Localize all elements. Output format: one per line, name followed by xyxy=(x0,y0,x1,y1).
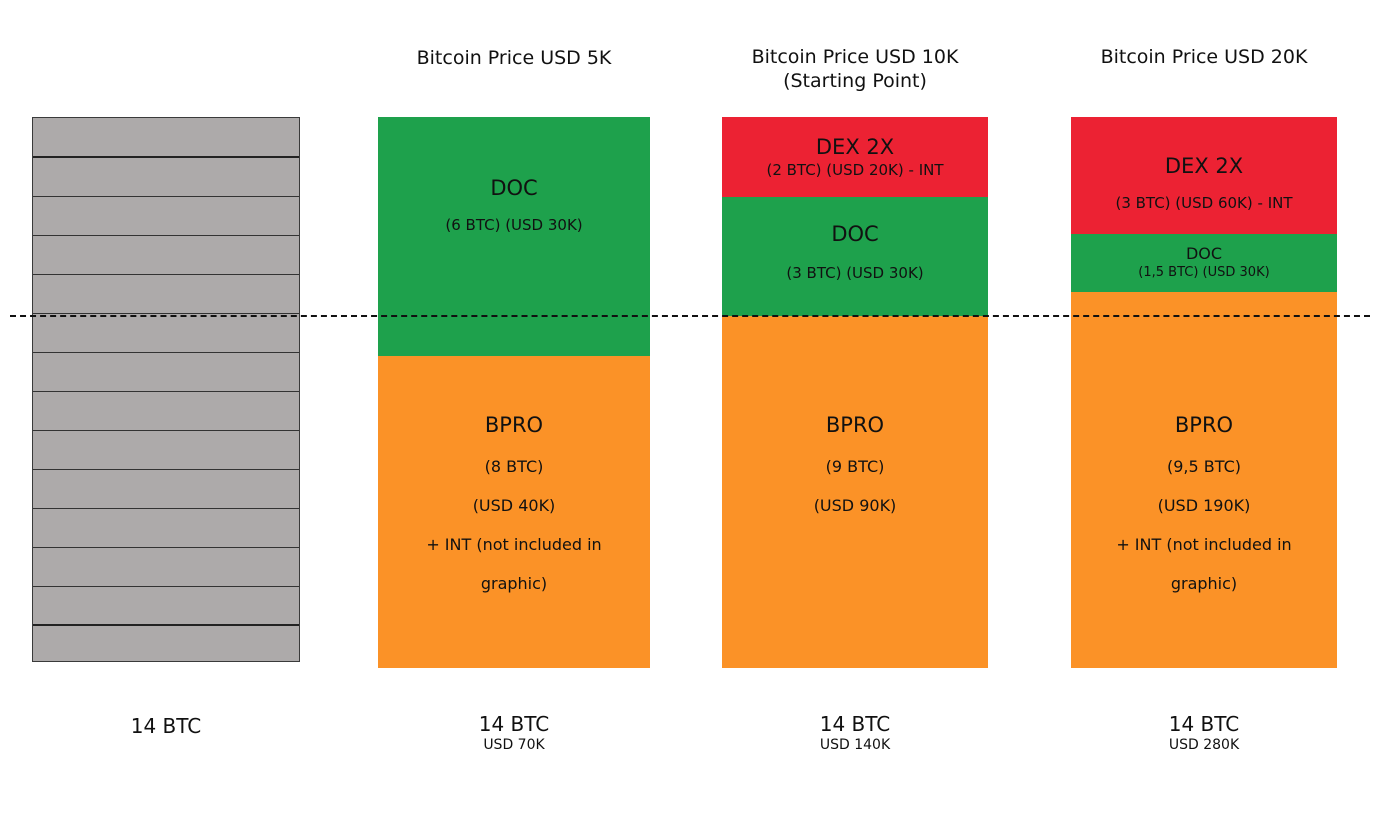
bpro-btc: (8 BTC) xyxy=(484,457,544,476)
btc-unit-divider xyxy=(33,235,299,236)
column-title-20k: Bitcoin Price USD 20K xyxy=(1071,45,1337,69)
starting-point-reference-line xyxy=(10,315,1370,317)
btc-unit-divider xyxy=(33,586,299,587)
btc-unit-divider xyxy=(33,313,299,314)
bpro-segment: BPRO (8 BTC) (USD 40K) + INT (not includ… xyxy=(378,356,650,668)
dex-amount: (2 BTC) (USD 20K) - INT xyxy=(766,161,944,179)
stack-10k: DEX 2X (2 BTC) (USD 20K) - INT DOC (3 BT… xyxy=(722,117,988,668)
dex-segment: DEX 2X (2 BTC) (USD 20K) - INT xyxy=(722,117,988,197)
doc-label: DOC xyxy=(831,222,879,246)
column-title-line: (Starting Point) xyxy=(783,70,927,92)
btc-unit-divider xyxy=(33,547,299,548)
total-btc: 14 BTC xyxy=(130,714,202,738)
total-usd: USD 70K xyxy=(483,737,545,753)
bpro-label: BPRO xyxy=(1174,413,1234,437)
btc-unit-divider xyxy=(33,391,299,392)
bpro-segment: BPRO (9 BTC) (USD 90K) xyxy=(722,316,988,668)
column-total-20k: 14 BTC USD 280K xyxy=(1071,712,1337,754)
bpro-btc: (9,5 BTC) xyxy=(1167,457,1241,476)
column-title-line: Bitcoin Price USD 20K xyxy=(1100,46,1308,68)
doc-label: DOC xyxy=(1185,244,1223,263)
dex-label: DEX 2X xyxy=(1164,154,1244,178)
doc-amount: (3 BTC) (USD 30K) xyxy=(786,264,924,282)
dex-label: DEX 2X xyxy=(815,135,895,159)
total-btc: 14 BTC xyxy=(1168,712,1240,736)
doc-segment: DOC (3 BTC) (USD 30K) xyxy=(722,197,988,316)
btc-reference-column xyxy=(32,117,300,662)
doc-label: DOC xyxy=(490,176,538,200)
doc-amount: (6 BTC) (USD 30K) xyxy=(445,216,583,234)
gray-column-total: 14 BTC xyxy=(32,714,300,738)
column-title-5k: Bitcoin Price USD 5K xyxy=(378,46,650,70)
bpro-int-note: + INT (not included in xyxy=(426,535,602,554)
stack-5k: DOC (6 BTC) (USD 30K) BPRO (8 BTC) (USD … xyxy=(378,117,650,668)
total-usd: USD 140K xyxy=(819,737,891,753)
btc-unit-divider xyxy=(33,274,299,275)
btc-unit-divider xyxy=(33,508,299,509)
btc-unit-divider xyxy=(33,430,299,431)
column-title-line: Bitcoin Price USD 5K xyxy=(416,47,612,69)
bpro-segment: BPRO (9,5 BTC) (USD 190K) + INT (not inc… xyxy=(1071,292,1337,668)
doc-segment: DOC (6 BTC) (USD 30K) xyxy=(378,117,650,356)
btc-unit-divider xyxy=(33,156,299,158)
dex-segment: DEX 2X (3 BTC) (USD 60K) - INT xyxy=(1071,117,1337,234)
btc-unit-divider xyxy=(33,469,299,470)
stack-20k: DEX 2X (3 BTC) (USD 60K) - INT DOC (1,5 … xyxy=(1071,117,1337,668)
bpro-usd: (USD 40K) xyxy=(472,496,556,515)
column-total-10k: 14 BTC USD 140K xyxy=(722,712,988,754)
bpro-usd: (USD 90K) xyxy=(813,496,897,515)
bpro-usd: (USD 190K) xyxy=(1157,496,1251,515)
btc-unit-divider xyxy=(33,196,299,197)
doc-amount: (1,5 BTC) (USD 30K) xyxy=(1138,265,1270,280)
bpro-int-note: + INT (not included in xyxy=(1116,535,1292,554)
btc-unit-divider xyxy=(33,352,299,353)
column-total-5k: 14 BTC USD 70K xyxy=(378,712,650,754)
total-usd: USD 280K xyxy=(1168,737,1240,753)
column-title-line: Bitcoin Price USD 10K xyxy=(751,46,959,68)
doc-segment: DOC (1,5 BTC) (USD 30K) xyxy=(1071,234,1337,292)
total-btc: 14 BTC xyxy=(819,712,891,736)
bpro-int-note: graphic) xyxy=(1170,574,1238,593)
bpro-int-note: graphic) xyxy=(480,574,548,593)
total-btc: 14 BTC xyxy=(478,712,550,736)
bpro-label: BPRO xyxy=(825,413,885,437)
column-title-10k: Bitcoin Price USD 10K (Starting Point) xyxy=(722,45,988,93)
btc-unit-divider xyxy=(33,624,299,626)
dex-amount: (3 BTC) (USD 60K) - INT xyxy=(1115,194,1293,212)
bpro-label: BPRO xyxy=(484,413,544,437)
bpro-btc: (9 BTC) xyxy=(825,457,885,476)
